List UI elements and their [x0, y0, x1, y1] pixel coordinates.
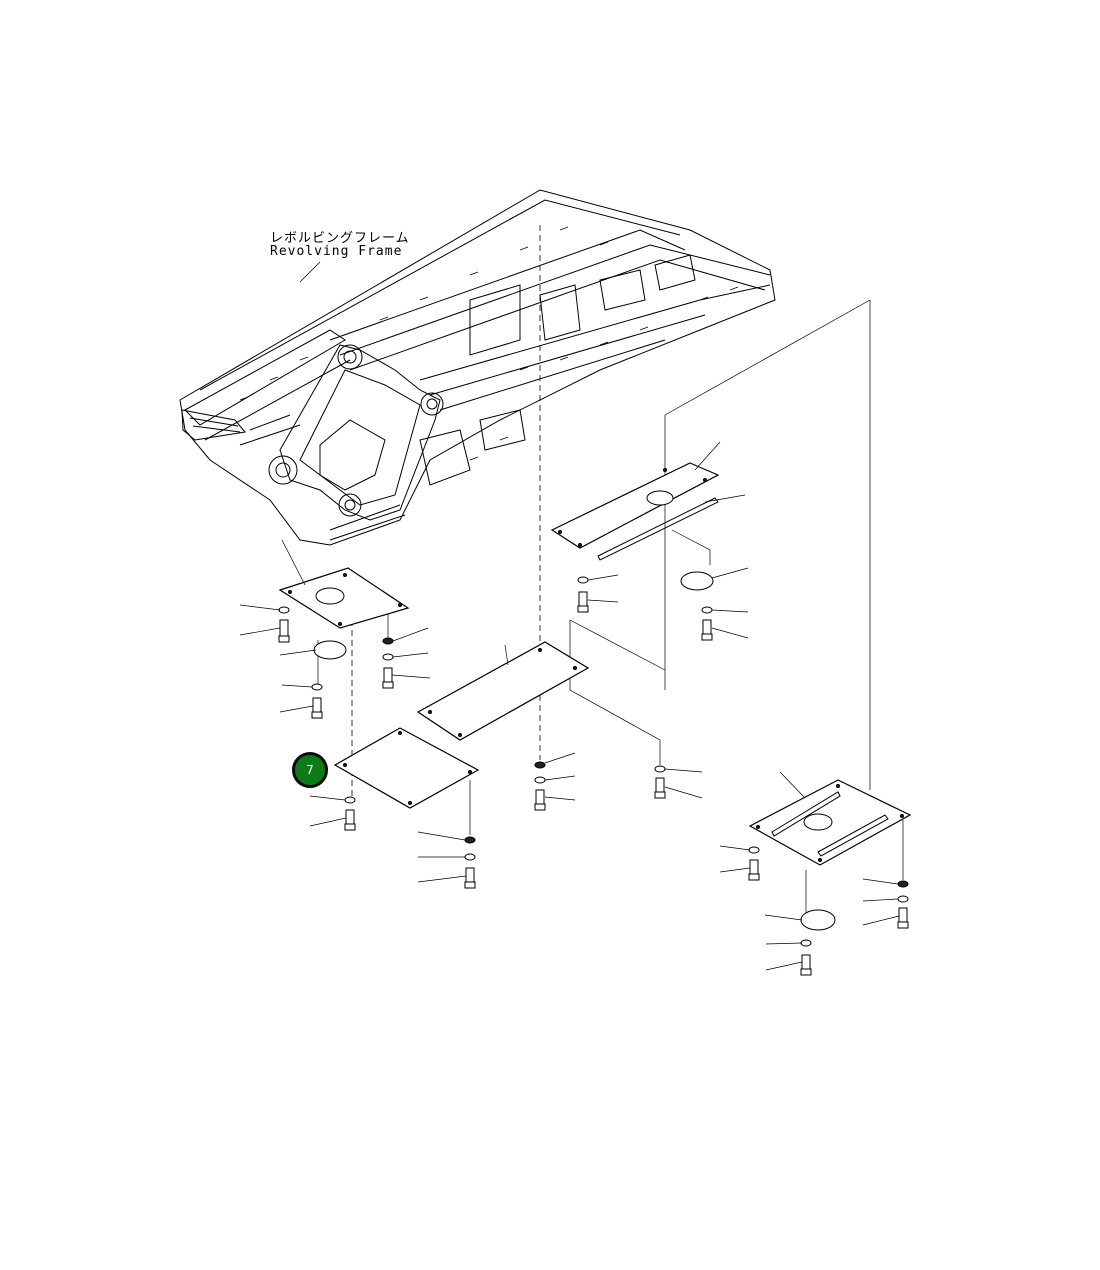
revolving-frame [179, 189, 776, 546]
bolts [278, 591, 909, 976]
callout-marker-7[interactable]: 7 [292, 752, 328, 788]
cover-plate-center [416, 641, 590, 741]
callout-leaders [239, 441, 900, 971]
washers [278, 576, 909, 947]
frame-label-english: Revolving Frame [270, 244, 403, 259]
frame-label-japanese: レボルビングフレーム [270, 231, 410, 246]
cover-plate-center-upper [550, 462, 720, 561]
cover-plate-right [748, 779, 912, 866]
cover-plate-left-lower [333, 727, 480, 809]
cover-plate-left-upper [278, 567, 410, 629]
small-covers [313, 571, 836, 931]
